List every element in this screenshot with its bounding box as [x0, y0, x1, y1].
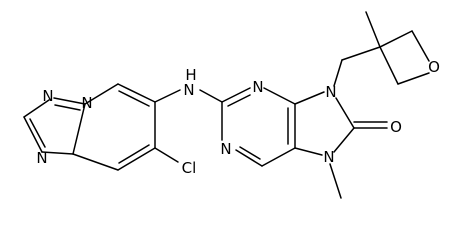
- chemical-structure-diagram: N N N N H Cl N N N N O O: [23, 11, 440, 199]
- bond-cquat-methyl: [365, 11, 381, 48]
- bond-c5-c6-double: [118, 90, 150, 107]
- atom-n-purine-1: N: [252, 78, 263, 96]
- bond-c8-c3a: [72, 153, 119, 171]
- atom-chlorine: Cl: [182, 159, 197, 177]
- bond-c6-nh: [154, 89, 181, 103]
- atom-n-linker: N: [183, 81, 194, 99]
- bond-n3-c3a: [41, 151, 74, 155]
- bond-ch2-cquat: [341, 46, 381, 61]
- atom-o-carbonyl: O: [390, 118, 402, 136]
- bond-ch2top-o: [411, 30, 430, 62]
- bond-n8a-n1-double: [54, 104, 81, 111]
- bond-n8a-n1: [53, 97, 86, 105]
- bond-o-ch2bottom: [397, 72, 430, 85]
- bond-c7-c8-double: [118, 144, 150, 164]
- bond-n9-c8: [335, 97, 355, 129]
- bond-c4-n3-double: [239, 146, 261, 160]
- bond-c5-c4: [261, 147, 296, 167]
- atom-n-bridgehead: N: [81, 94, 92, 112]
- atom-n-triazole-bottom: N: [36, 149, 47, 167]
- bond-n1-c2: [23, 99, 50, 118]
- bond-c5-c6: [117, 83, 156, 103]
- bond-c2-n3-double: [29, 118, 46, 148]
- bond-c6-n9: [294, 91, 325, 105]
- atom-o-oxetane: O: [428, 58, 440, 76]
- bond-n7-methyl: [329, 163, 342, 199]
- bond-n7-c5: [294, 147, 323, 156]
- bond-cquat-ch2top: [379, 30, 413, 48]
- bonds: [23, 11, 430, 199]
- bond-n1-c6: [263, 87, 296, 105]
- bond-c7-cl: [154, 147, 179, 163]
- bond-c3a-n8a: [72, 103, 86, 155]
- bond-c7-c8: [117, 147, 156, 171]
- bond-c2-n1-double: [227, 94, 251, 107]
- atom-h-linker: H: [185, 66, 196, 84]
- bond-c2-n3: [23, 116, 43, 153]
- bond-c8-n7: [333, 127, 355, 153]
- bond-ch2bottom-cquat: [379, 46, 399, 85]
- bond-n9-ch2: [333, 59, 343, 87]
- atom-n9: N: [325, 83, 336, 101]
- bond-c4-n3: [235, 149, 263, 167]
- atom-n-triazole-top: N: [42, 87, 53, 105]
- bond-nh-c2purine: [199, 89, 223, 103]
- bond-n8a-c5: [84, 83, 119, 105]
- atom-n7: N: [323, 148, 334, 166]
- bond-c2-n1: [221, 87, 251, 103]
- atom-n-purine-3: N: [220, 140, 231, 158]
- atom-labels: N N N N H Cl N N N N O O: [36, 58, 440, 177]
